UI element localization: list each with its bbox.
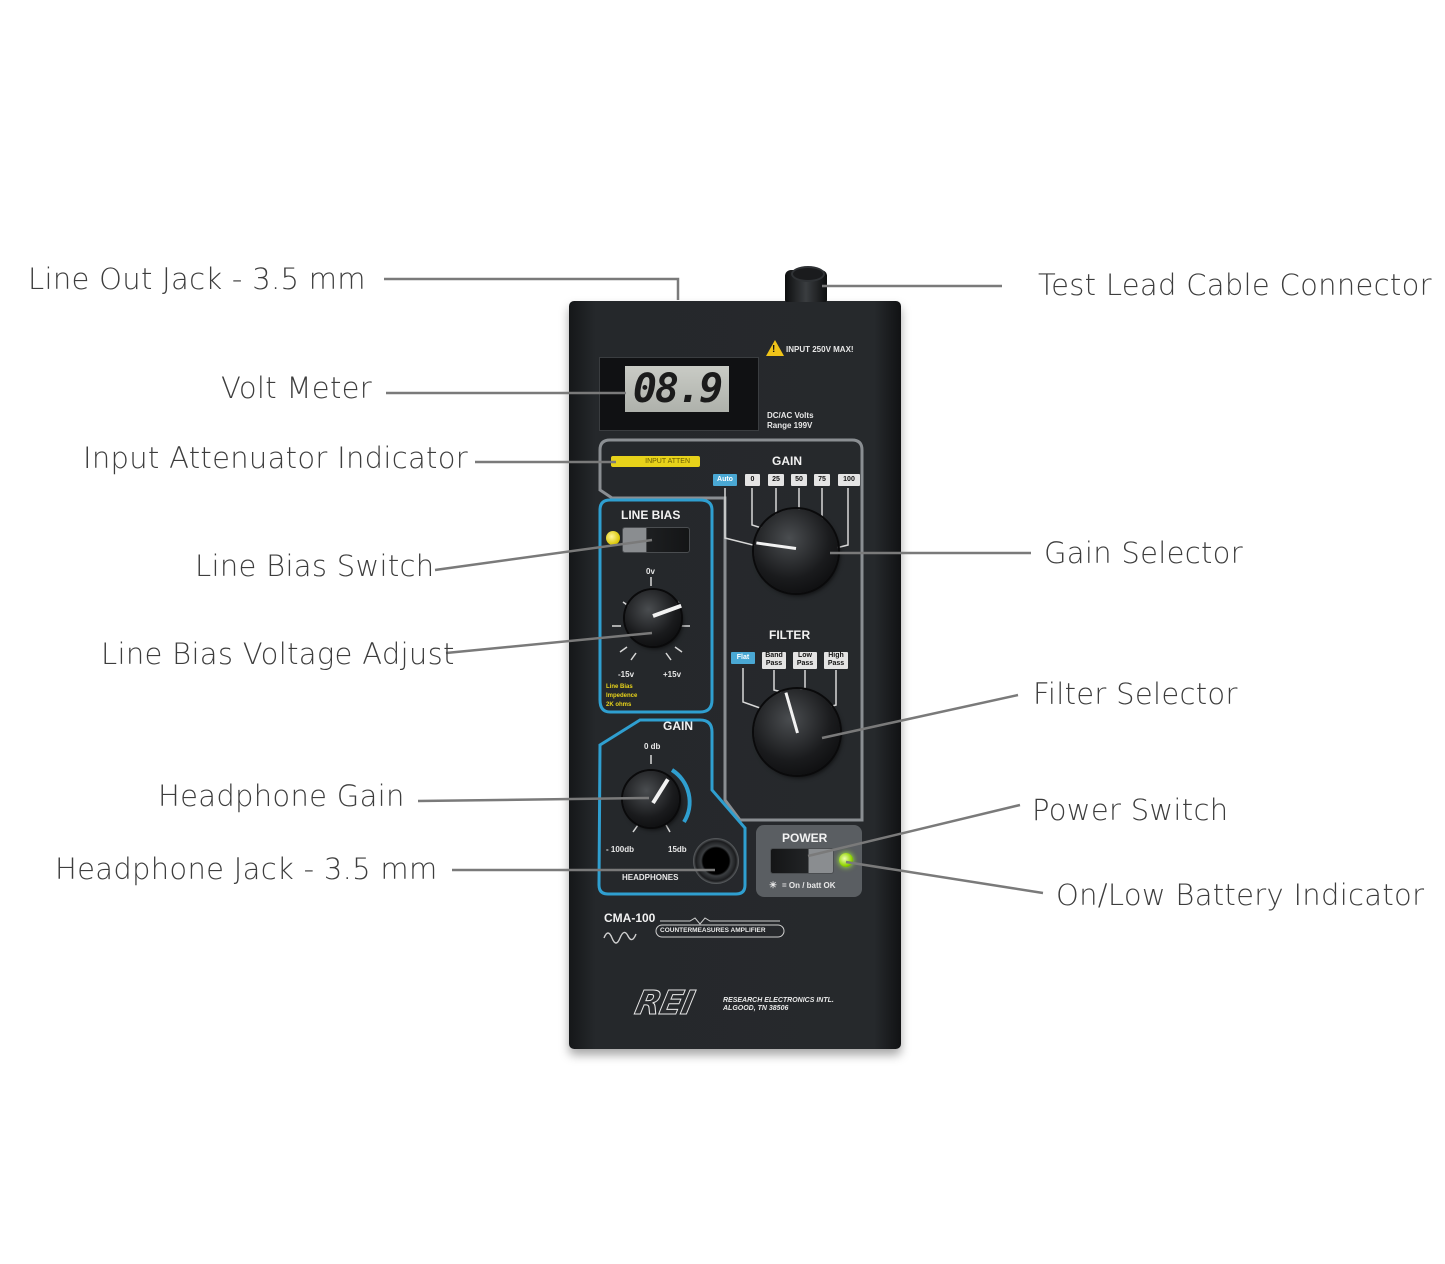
power-title: POWER bbox=[782, 831, 828, 845]
meter-range-line1: DC/AC Volts bbox=[767, 411, 814, 420]
headphone-gain-zero-label: 0 db bbox=[644, 742, 661, 751]
leader-line-bias-switch bbox=[434, 538, 653, 572]
meter-range-line2: Range 199V bbox=[767, 421, 813, 430]
volt-meter-display: 08.9 bbox=[625, 366, 729, 412]
filter-position-flat: Flat bbox=[731, 652, 755, 664]
callout-input-attenuator-indicator: Input Attenuator Indicator bbox=[83, 441, 468, 475]
model-subtitle-frame bbox=[655, 924, 785, 938]
gain-position-50: 50 bbox=[791, 474, 807, 486]
warning-mark: ! bbox=[772, 344, 776, 355]
gain-position-100: 100 bbox=[838, 474, 860, 486]
leader-on-low-battery bbox=[845, 860, 1044, 895]
gain-position-25: 25 bbox=[768, 474, 784, 486]
line-bias-min-label: -15v bbox=[618, 670, 635, 679]
callout-filter-selector: Filter Selector bbox=[1033, 677, 1238, 711]
callout-headphone-gain: Headphone Gain bbox=[158, 779, 405, 813]
gain-position-auto: Auto bbox=[713, 474, 737, 486]
gain-filter-outline bbox=[598, 438, 864, 822]
callout-headphone-jack: Headphone Jack - 3.5 mm bbox=[55, 852, 438, 886]
gain-position-0: 0 bbox=[745, 474, 760, 486]
headphone-gain-max-label: 15db bbox=[668, 845, 687, 854]
warning-icon bbox=[766, 340, 784, 356]
input-attenuator-label: INPUT ATTEN bbox=[611, 456, 700, 467]
filter-position-band-pass: Band Pass bbox=[762, 652, 786, 669]
callout-on-low-battery-indicator: On/Low Battery Indicator bbox=[1056, 878, 1425, 912]
hp-gain-arc bbox=[670, 768, 692, 824]
hp-gain-ticks bbox=[632, 755, 671, 833]
line-bias-note-3: 2K ohms bbox=[606, 702, 632, 708]
model-name: CMA-100 bbox=[604, 911, 656, 925]
leader-filter-selector bbox=[821, 693, 1019, 740]
line-bias-zero-label: 0v bbox=[646, 567, 655, 576]
sun-icon: ☀ bbox=[769, 880, 778, 890]
leader-line-bias-voltage bbox=[445, 631, 653, 655]
model-subtitle: COUNTERMEASURES AMPLIFIER bbox=[660, 927, 766, 934]
callout-power-switch: Power Switch bbox=[1032, 793, 1229, 827]
headphone-gain-min-label: - 100db bbox=[606, 845, 635, 854]
filter-selector-knob[interactable] bbox=[754, 689, 840, 775]
gain-selector-knob[interactable] bbox=[754, 509, 838, 593]
line-bias-outline bbox=[598, 498, 714, 714]
callout-test-lead-cable-connector: Test Lead Cable Connector bbox=[1038, 268, 1432, 302]
headphone-outline bbox=[597, 718, 747, 896]
line-bias-title: LINE BIAS bbox=[621, 508, 681, 522]
callout-volt-meter: Volt Meter bbox=[221, 371, 372, 405]
callout-line-bias-switch: Line Bias Switch bbox=[195, 549, 435, 583]
line-bias-note-1: Line Bias bbox=[606, 684, 633, 690]
leader-line-out-jack bbox=[384, 277, 680, 300]
input-warning-text: INPUT 250V MAX! bbox=[786, 345, 854, 354]
headphone-jack[interactable] bbox=[693, 838, 739, 884]
power-note: = On / batt OK bbox=[782, 881, 836, 890]
headphone-gain-title: GAIN bbox=[663, 719, 693, 733]
line-bias-led bbox=[606, 531, 620, 545]
model-underline bbox=[660, 917, 780, 925]
callout-line-out-jack: Line Out Jack - 3.5 mm bbox=[28, 262, 366, 296]
leader-headphone-gain bbox=[417, 796, 650, 803]
gain-title: GAIN bbox=[772, 454, 802, 468]
line-bias-switch[interactable] bbox=[622, 527, 690, 553]
maker-line1: RESEARCH ELECTRONICS INTL. bbox=[723, 997, 834, 1004]
maker-line2: ALGOOD, TN 38506 bbox=[723, 1005, 789, 1012]
leader-power-switch bbox=[807, 803, 1021, 858]
callout-line-bias-voltage-adjust: Line Bias Voltage Adjust bbox=[101, 637, 455, 671]
line-bias-voltage-knob[interactable] bbox=[625, 590, 682, 646]
gain-position-75: 75 bbox=[814, 474, 830, 486]
filter-position-high-pass: High Pass bbox=[824, 652, 848, 669]
filter-position-low-pass: Low Pass bbox=[793, 652, 817, 669]
line-bias-note-2: Impedence bbox=[606, 693, 638, 699]
headphones-label: HEADPHONES bbox=[622, 873, 679, 882]
line-bias-max-label: +15v bbox=[663, 670, 682, 679]
callout-gain-selector: Gain Selector bbox=[1044, 536, 1243, 570]
filter-title: FILTER bbox=[769, 628, 811, 642]
test-lead-connector-cap bbox=[791, 266, 825, 282]
model-waveform bbox=[603, 931, 637, 944]
